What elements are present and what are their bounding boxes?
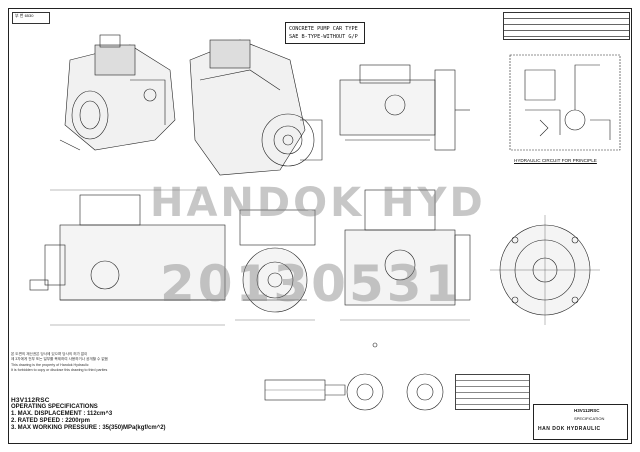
drawing-frame [8, 8, 632, 444]
note-line: This drawing is the property of Handok H… [11, 362, 89, 367]
note-line: 제 3자에게 전부 또는 일부를 복제하여 사용하거나 공개할 수 없음 [11, 357, 108, 362]
spec-model: H3V112RSC [11, 397, 50, 404]
title-block-model: H3V112RSC [574, 408, 600, 413]
hydraulic-circuit [509, 54, 621, 151]
drawing-notes: 본 도면의 재산권은 당사에 있으며 당사의 허가 없이 제 3자에게 전부 또… [11, 352, 191, 374]
drawing-title-box: CONCRETE PUMP CAR TYPE SAE B-TYPE-WITHOU… [285, 22, 365, 44]
note-line: 본 도면의 재산권은 당사에 있으며 당사의 허가 없이 [11, 352, 88, 356]
title-block-doc-type: SPECIFICATION [574, 416, 605, 421]
shaft-detail [264, 379, 346, 401]
title-block: H3V112RSC SPECIFICATION [533, 404, 628, 440]
note-line: It is forbidden to copy or disclose this… [11, 368, 108, 373]
revision-table [455, 374, 530, 410]
company-name: HAN DOK HYDRAULIC [538, 426, 601, 432]
hydraulic-circuit-label: HYDRAULIC CIRCUIT FOR PRINCIPLE [514, 158, 597, 163]
front-view [235, 209, 316, 321]
spec-item: 3. MAX WORKING PRESSURE : 35(350)MPa(kgf… [11, 425, 166, 431]
flange-details [346, 342, 444, 411]
spec-item: 1. MAX. DISPLACEMENT : 112cm^3 [11, 411, 113, 417]
main-side-view [29, 189, 226, 326]
top-title-block [503, 12, 630, 40]
isometric-view-2 [189, 39, 323, 176]
side-view-top [339, 64, 470, 151]
revision-box: 부 번 6530 [12, 12, 50, 24]
spec-heading: OPERATING SPECIFICATIONS [11, 404, 98, 410]
spec-item: 2. RATED SPEED : 2200rpm [11, 418, 90, 424]
flange-end-view [490, 215, 600, 325]
center-view [340, 189, 471, 321]
title-line-2: SAE B-TYPE-WITHOUT G/P [289, 34, 358, 40]
operating-specifications: H3V112RSC OPERATING SPECIFICATIONS 1. MA… [11, 397, 211, 432]
title-line-1: CONCRETE PUMP CAR TYPE [289, 26, 358, 32]
isometric-view-1 [59, 34, 176, 151]
